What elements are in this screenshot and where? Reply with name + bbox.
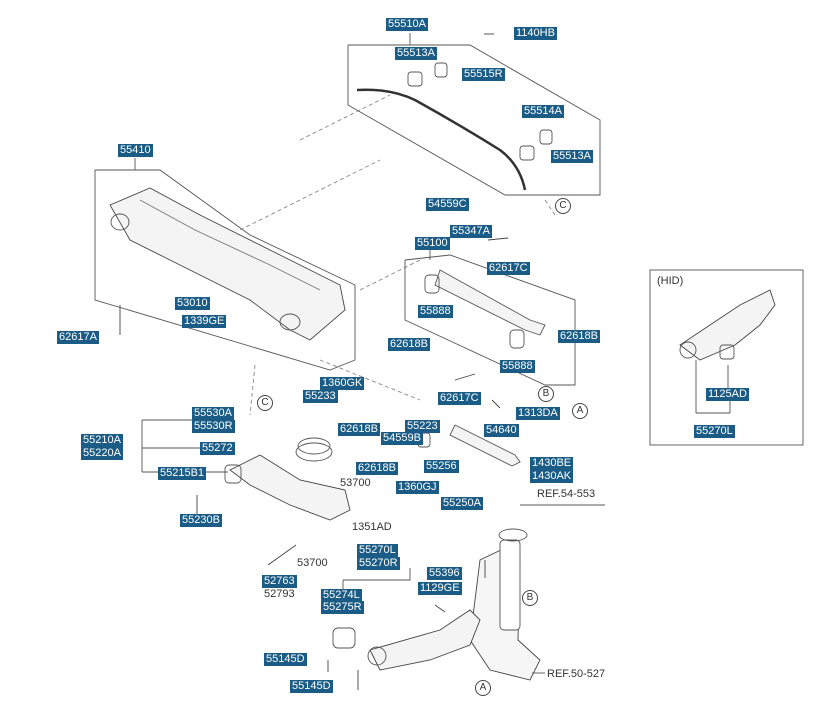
label-55256[interactable]: 55256 (424, 460, 459, 473)
label-55396[interactable]: 55396 (427, 567, 462, 580)
label-55888-left[interactable]: 55888 (418, 305, 453, 318)
reference-50-527[interactable]: REF.50-527 (547, 668, 606, 680)
label-1125AD[interactable]: 1125AD (706, 388, 749, 401)
label-55275R[interactable]: 55275R (321, 601, 364, 614)
label-55215B1[interactable]: 55215B1 (158, 467, 207, 480)
label-1430BE[interactable]: 1430BE (530, 457, 574, 470)
part-number-1351AD: 1351AD (352, 521, 392, 533)
label-55514A[interactable]: 55514A (522, 105, 564, 118)
label-1360GJ[interactable]: 1360GJ (396, 481, 439, 494)
label-55250A[interactable]: 55250A (441, 497, 483, 510)
label-55274L[interactable]: 55274L (321, 589, 362, 602)
label-54640[interactable]: 54640 (484, 424, 519, 437)
part-number-52793: 52793 (264, 588, 295, 600)
part-number-53700-a: 53700 (340, 477, 371, 489)
label-55510A[interactable]: 55510A (386, 18, 428, 31)
label-54559C[interactable]: 54559C (426, 198, 469, 211)
reference-54-553[interactable]: REF.54-553 (537, 488, 596, 500)
label-53010[interactable]: 53010 (175, 297, 210, 310)
label-1430AK[interactable]: 1430AK (530, 470, 574, 483)
label-55888-bottom[interactable]: 55888 (500, 360, 535, 373)
marker-b-knuckle: B (522, 590, 538, 606)
label-55230B[interactable]: 55230B (180, 514, 222, 527)
label-62618B-right[interactable]: 62618B (558, 330, 600, 343)
label-62617C-top[interactable]: 62617C (487, 262, 530, 275)
label-1140HB[interactable]: 1140HB (514, 27, 557, 40)
label-55210A[interactable]: 55210A (81, 434, 123, 447)
label-55272[interactable]: 55272 (200, 442, 235, 455)
label-1339GE[interactable]: 1339GE (182, 315, 227, 328)
label-55410[interactable]: 55410 (118, 144, 153, 157)
marker-c-top: C (555, 198, 571, 214)
label-55233[interactable]: 55233 (303, 390, 338, 403)
label-55270L-hid[interactable]: 55270L (694, 425, 735, 438)
label-55513A-right[interactable]: 55513A (551, 150, 593, 163)
label-55223[interactable]: 55223 (405, 420, 440, 433)
marker-b-upper: B (538, 386, 554, 402)
label-55530R[interactable]: 55530R (192, 420, 235, 433)
label-62617C-bottom[interactable]: 62617C (438, 392, 481, 405)
label-55220A[interactable]: 55220A (81, 447, 123, 460)
marker-a-right: A (572, 403, 588, 419)
label-55100[interactable]: 55100 (415, 237, 450, 250)
part-number-53700-b: 53700 (297, 557, 328, 569)
label-55513A-top[interactable]: 55513A (395, 47, 437, 60)
label-62618B-bottom[interactable]: 62618B (356, 462, 398, 475)
label-55530A[interactable]: 55530A (192, 407, 234, 420)
marker-c-left: C (257, 395, 273, 411)
label-1129GE[interactable]: 1129GE (418, 582, 462, 595)
label-62617A[interactable]: 62617A (57, 331, 99, 344)
marker-a-bottom: A (475, 680, 491, 696)
label-52763[interactable]: 52763 (262, 575, 297, 588)
label-55145D-bottom[interactable]: 55145D (290, 680, 333, 693)
label-55145D-top[interactable]: 55145D (264, 653, 307, 666)
label-54559B[interactable]: 54559B (381, 432, 423, 445)
label-55270R-main[interactable]: 55270R (357, 557, 400, 570)
label-55515R[interactable]: 55515R (462, 68, 505, 81)
label-55270L-main[interactable]: 55270L (357, 544, 398, 557)
label-62618B-lower[interactable]: 62618B (338, 423, 380, 436)
label-62618B-mid[interactable]: 62618B (388, 338, 430, 351)
label-55347A[interactable]: 55347A (450, 225, 492, 238)
hid-title: (HID) (657, 275, 684, 287)
label-1360GK[interactable]: 1360GK (320, 377, 365, 390)
label-1313DA[interactable]: 1313DA (516, 407, 560, 420)
